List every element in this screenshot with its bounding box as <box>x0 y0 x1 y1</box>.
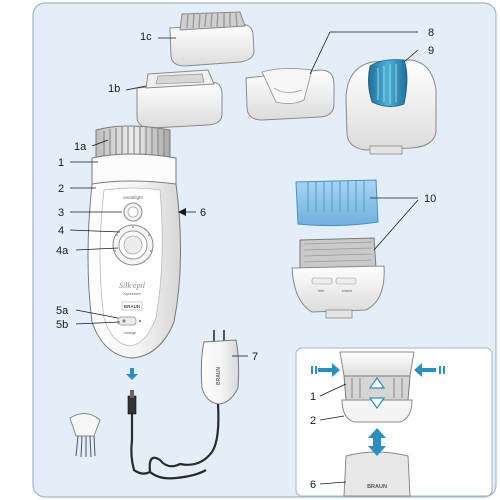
cleaning-brush <box>69 413 101 458</box>
label-1a: 1a <box>74 141 87 153</box>
label-4: 4 <box>58 225 64 237</box>
inset-label-6: 6 <box>310 479 316 491</box>
label-9: 9 <box>428 45 434 57</box>
label-1: 1 <box>58 157 64 169</box>
brand-script: Silk·épil <box>119 281 146 290</box>
label-4a: 4a <box>56 245 69 257</box>
arrow-6 <box>178 208 186 216</box>
braun-badge <box>121 301 143 311</box>
brand-sub: Xpressive <box>123 291 141 296</box>
label-3: 3 <box>58 207 64 219</box>
label-6: 6 <box>200 207 206 219</box>
cap-1b <box>136 69 223 129</box>
part-9-cap <box>345 59 437 155</box>
braun-logo: BRAUN <box>124 304 140 309</box>
charge-label: charge <box>124 330 137 335</box>
smartlight-label: smartlight <box>123 195 143 200</box>
shave-label: shave <box>342 288 353 293</box>
inset-illustration: BRAUN <box>311 351 445 497</box>
label-2: 2 <box>58 183 64 195</box>
label-1b: 1b <box>108 83 120 95</box>
inset-label-1: 1 <box>310 391 316 403</box>
arrow-up <box>126 368 138 380</box>
label-1c: 1c <box>140 31 152 43</box>
inset-braun: BRAUN <box>367 484 387 490</box>
charger-adapter: BRAUN <box>127 330 240 480</box>
label-8: 8 <box>428 27 434 39</box>
label-7: 7 <box>252 351 258 363</box>
shaver-head: trim shave <box>291 237 385 319</box>
label-5a: 5a <box>56 305 69 317</box>
part-10-comb <box>295 179 379 227</box>
leader-lines <box>69 31 419 485</box>
trim-label: trim <box>318 288 325 293</box>
epilator-device: smartlight Silk·épil Xpressive BRAUN cha… <box>87 125 182 359</box>
plug-braun: BRAUN <box>216 367 222 385</box>
cap-1c <box>169 11 255 67</box>
label-10: 10 <box>424 193 436 205</box>
part-8-cap <box>245 67 335 121</box>
label-5b: 5b <box>56 319 68 331</box>
inset-label-2: 2 <box>310 415 316 427</box>
